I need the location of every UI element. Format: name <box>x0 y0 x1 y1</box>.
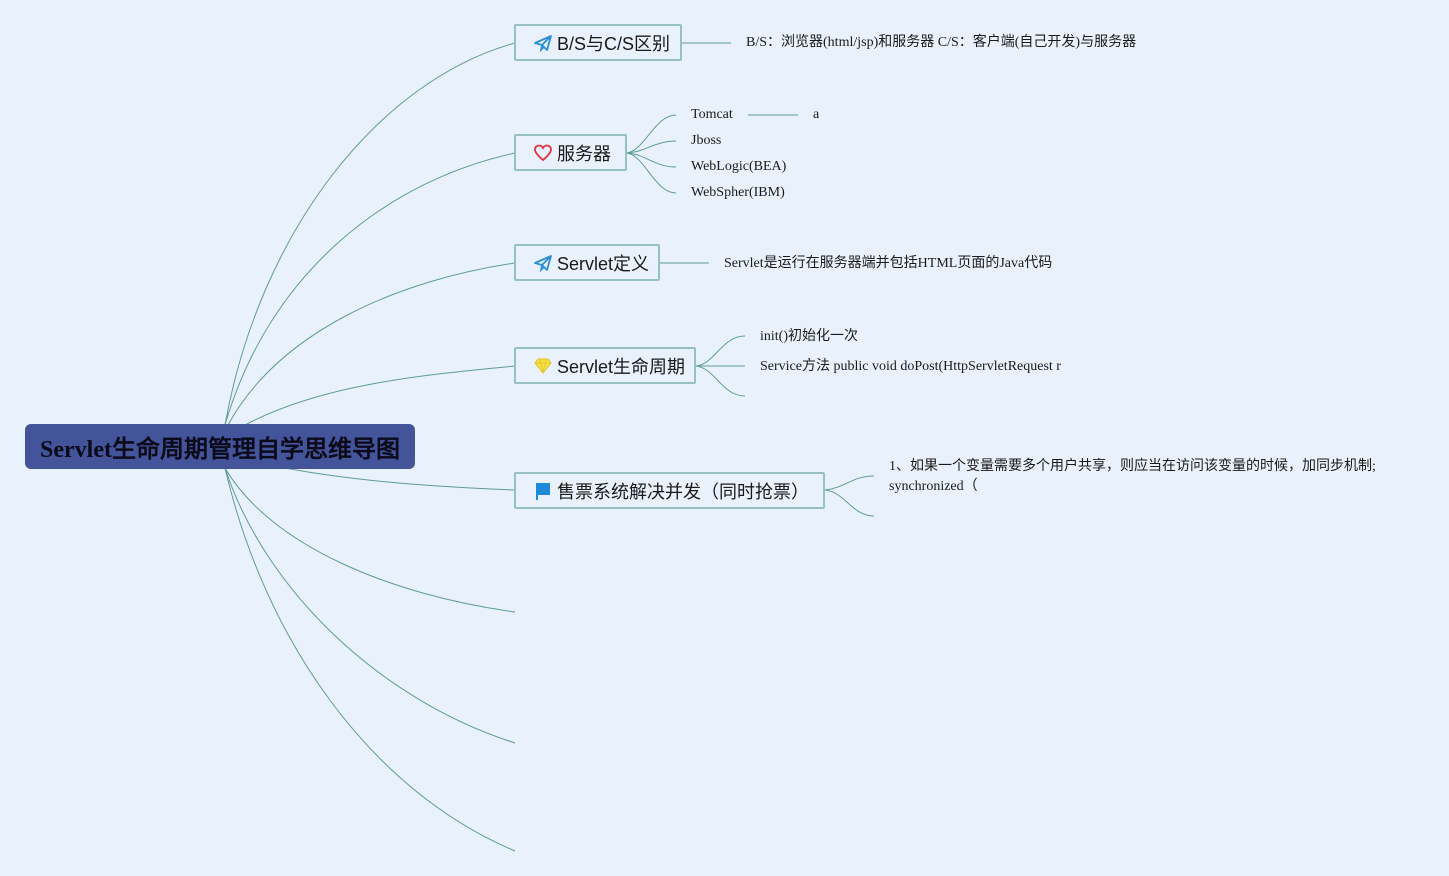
servlet-definition-detail[interactable]: Servlet是运行在服务器端并包括HTML页面的Java代码 <box>724 256 1053 271</box>
topic-label: 服务器 <box>557 143 611 164</box>
root-title: Servlet生命周期管理自学思维导图 <box>40 437 400 463</box>
topic-label: B/S与C/S区别 <box>557 33 671 54</box>
connector-server-weblogic <box>626 152 677 168</box>
connector-root-ticket <box>284 467 516 491</box>
topic-label: 售票系统解决并发（同时抢票） <box>557 481 809 502</box>
connector-lifecycle-init <box>695 335 746 367</box>
connector-server-jboss <box>626 140 677 154</box>
server-item-websphere[interactable]: WebSpher(IBM) <box>691 185 785 200</box>
diamond-icon <box>532 355 554 377</box>
connector-lifecycle-extra <box>695 365 746 397</box>
connector-root-lifecycle <box>244 365 516 426</box>
paper-plane-icon <box>532 32 554 54</box>
topic-servlet-lifecycle[interactable]: Servlet生命周期 <box>514 347 696 384</box>
connector-root-empty-2 <box>224 467 516 744</box>
tomcat-child[interactable]: a <box>813 107 820 122</box>
ticket-detail-line-2[interactable]: synchronized（ <box>889 479 978 494</box>
connector-root-server <box>224 152 516 426</box>
heart-icon <box>532 142 554 164</box>
paper-plane-icon <box>532 252 554 274</box>
server-item-jboss[interactable]: Jboss <box>691 133 722 148</box>
connector-server-websphere <box>626 152 677 194</box>
lifecycle-item-service[interactable]: Service方法 public void doPost(HttpServlet… <box>760 359 1061 374</box>
lifecycle-item-init[interactable]: init()初始化一次 <box>760 329 858 344</box>
root-topic[interactable]: Servlet生命周期管理自学思维导图 <box>25 424 415 469</box>
topic-bs-cs[interactable]: B/S与C/S区别 <box>514 24 682 61</box>
topic-server[interactable]: 服务器 <box>514 134 627 171</box>
connector-ticket-detail <box>824 475 875 491</box>
connector-root-servlet-def <box>227 262 516 426</box>
connector-root-empty-1 <box>224 467 516 613</box>
topic-label: Servlet生命周期 <box>557 356 686 377</box>
connector-ticket-extra <box>824 489 875 517</box>
topic-servlet-definition[interactable]: Servlet定义 <box>514 244 660 281</box>
topic-label: Servlet定义 <box>557 253 650 274</box>
server-item-weblogic[interactable]: WebLogic(BEA) <box>691 159 787 174</box>
bs-cs-detail[interactable]: B/S：浏览器(html/jsp)和服务器 C/S：客户端(自己开发)与服务器 <box>746 35 1137 50</box>
connector-root-empty-3 <box>224 467 516 852</box>
server-item-tomcat[interactable]: Tomcat <box>691 107 733 122</box>
ticket-detail-line-1[interactable]: 1、如果一个变量需要多个用户共享，则应当在访问该变量的时候，加同步机制; <box>889 459 1376 474</box>
connector-server-tomcat <box>626 114 677 154</box>
flag-icon <box>532 480 554 502</box>
connector-root-bs-cs <box>224 42 516 426</box>
topic-ticket-concurrency[interactable]: 售票系统解决并发（同时抢票） <box>514 472 825 509</box>
